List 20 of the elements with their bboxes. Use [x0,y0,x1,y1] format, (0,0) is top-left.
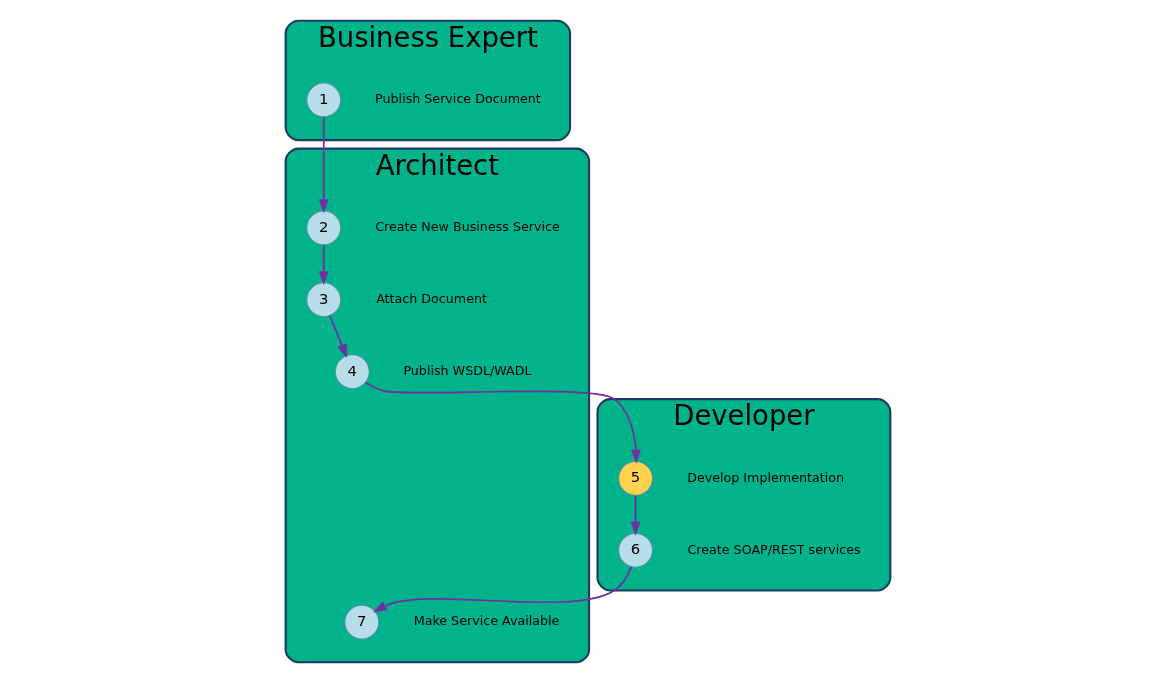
node-label: Attach Document [375,291,487,307]
node-circle: 6 [617,532,653,568]
node-circle: 4 [334,354,370,390]
node-label: Publish WSDL/WADL [402,362,532,378]
node-label: Develop Implementation [686,469,844,485]
arrow [318,244,329,286]
node-circle: 3 [305,282,341,318]
arrow [318,116,329,214]
arrow [630,494,640,536]
node-label: Create New Business Service [374,219,560,235]
arrow [328,314,347,359]
node-circle: 7 [343,604,379,640]
node-circle: 2 [305,210,341,246]
arrow [372,566,632,613]
node-circle: 5 [617,460,653,496]
node-circle: 1 [305,82,341,118]
node-label: Create SOAP/REST services [686,541,861,557]
node-label: Publish Service Document [374,91,541,107]
arrow [364,381,641,464]
node-label: Make Service Available [413,613,559,629]
